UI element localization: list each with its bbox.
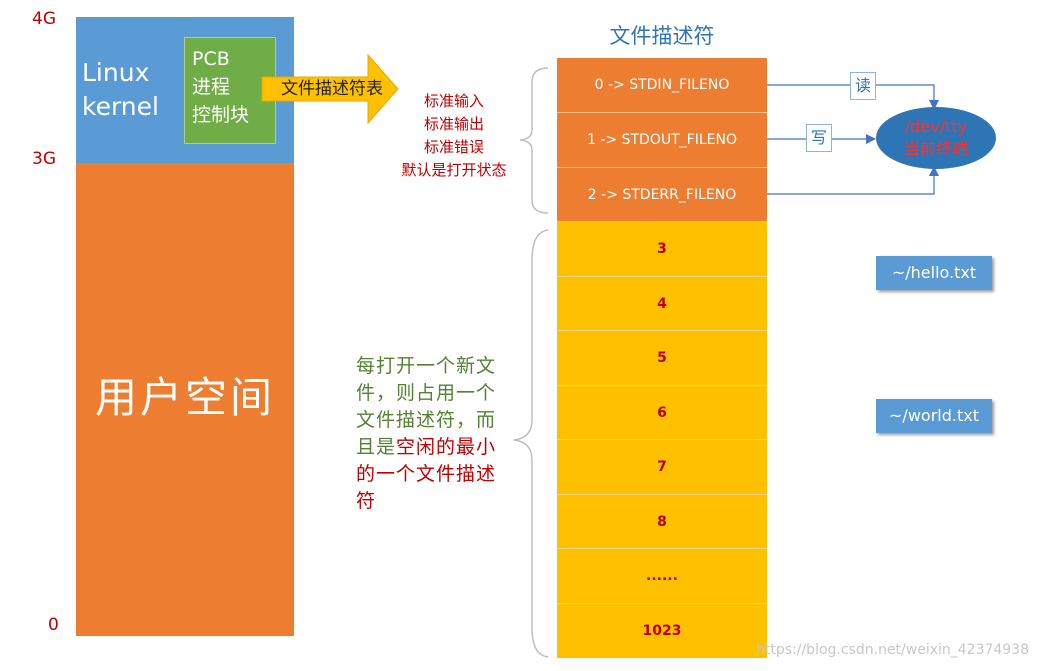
fd-entry-7: 7: [557, 440, 767, 495]
pcb-line-3: 控制块: [192, 104, 250, 126]
tty-line-2: 当前终端: [903, 139, 968, 158]
read-label: 读: [850, 72, 876, 100]
fd-table-arrow: [261, 53, 399, 125]
read-connector: [767, 84, 939, 110]
std-streams-note: 标准输入 标准输出 标准错误 默认是打开状态: [384, 90, 524, 182]
address-4g: 4G: [32, 9, 56, 29]
stderr-connector: [767, 166, 939, 195]
fd-entry-6: 6: [557, 386, 767, 440]
address-0: 0: [48, 615, 59, 635]
fd-entry-8: 8: [557, 495, 767, 549]
fd-entry-4: 4: [557, 277, 767, 331]
file-world: ~/world.txt: [876, 399, 992, 433]
std-note-line-4: 默认是打开状态: [401, 161, 507, 179]
fd-entry-stdin: 0 -> STDIN_FILENO: [557, 58, 767, 113]
std-note-line-3: 标准错误: [423, 138, 484, 156]
tty-line-1: /dev/tty: [904, 117, 968, 136]
pcb-label: PCB 进程 控制块: [192, 45, 249, 129]
watermark: https://blog.csdn.net/weixin_42374938: [756, 642, 1030, 658]
std-note-line-1: 标准输入: [423, 92, 484, 110]
fd-entry-ellipsis: ......: [557, 549, 767, 604]
fd-entry-3: 3: [557, 222, 767, 277]
user-space-block: [76, 163, 294, 636]
pcb-box: [184, 37, 276, 144]
write-label: 写: [806, 124, 832, 152]
kernel-label-line2: kernel: [82, 92, 159, 121]
std-brace: [519, 67, 549, 214]
std-note-line-2: 标准输出: [423, 115, 484, 133]
kernel-label-line1: Linux: [82, 58, 150, 87]
user-space-label: 用户空间: [94, 373, 275, 422]
fd-entry-stderr: 2 -> STDERR_FILENO: [557, 168, 767, 222]
address-3g: 3G: [32, 149, 56, 169]
file-hello: ~/hello.txt: [876, 256, 992, 290]
fd-entry-5: 5: [557, 331, 767, 386]
pcb-line-2: 进程: [192, 76, 231, 98]
fd-table-title: 文件描述符: [609, 24, 715, 48]
allocation-note: 每打开一个新文件，则占用一个文件描述符，而且是空闲的最小的一个文件描述符: [356, 353, 504, 515]
user-brace: [513, 229, 549, 658]
tty-terminal-node: /dev/tty 当前终端: [876, 107, 996, 169]
fd-entry-stdout: 1 -> STDOUT_FILENO: [557, 113, 767, 168]
pcb-line-1: PCB: [192, 48, 230, 70]
kernel-label: Linux kernel: [82, 56, 182, 124]
allocation-note-red: 空闲的最小的一个文件描述符: [356, 436, 497, 512]
fd-table-arrow-label: 文件描述符表: [281, 79, 383, 99]
allocation-note-green: 每打开一个新文件，则占用一个文件描述符，而且是: [356, 355, 497, 458]
fd-entry-1023: 1023: [557, 604, 767, 658]
